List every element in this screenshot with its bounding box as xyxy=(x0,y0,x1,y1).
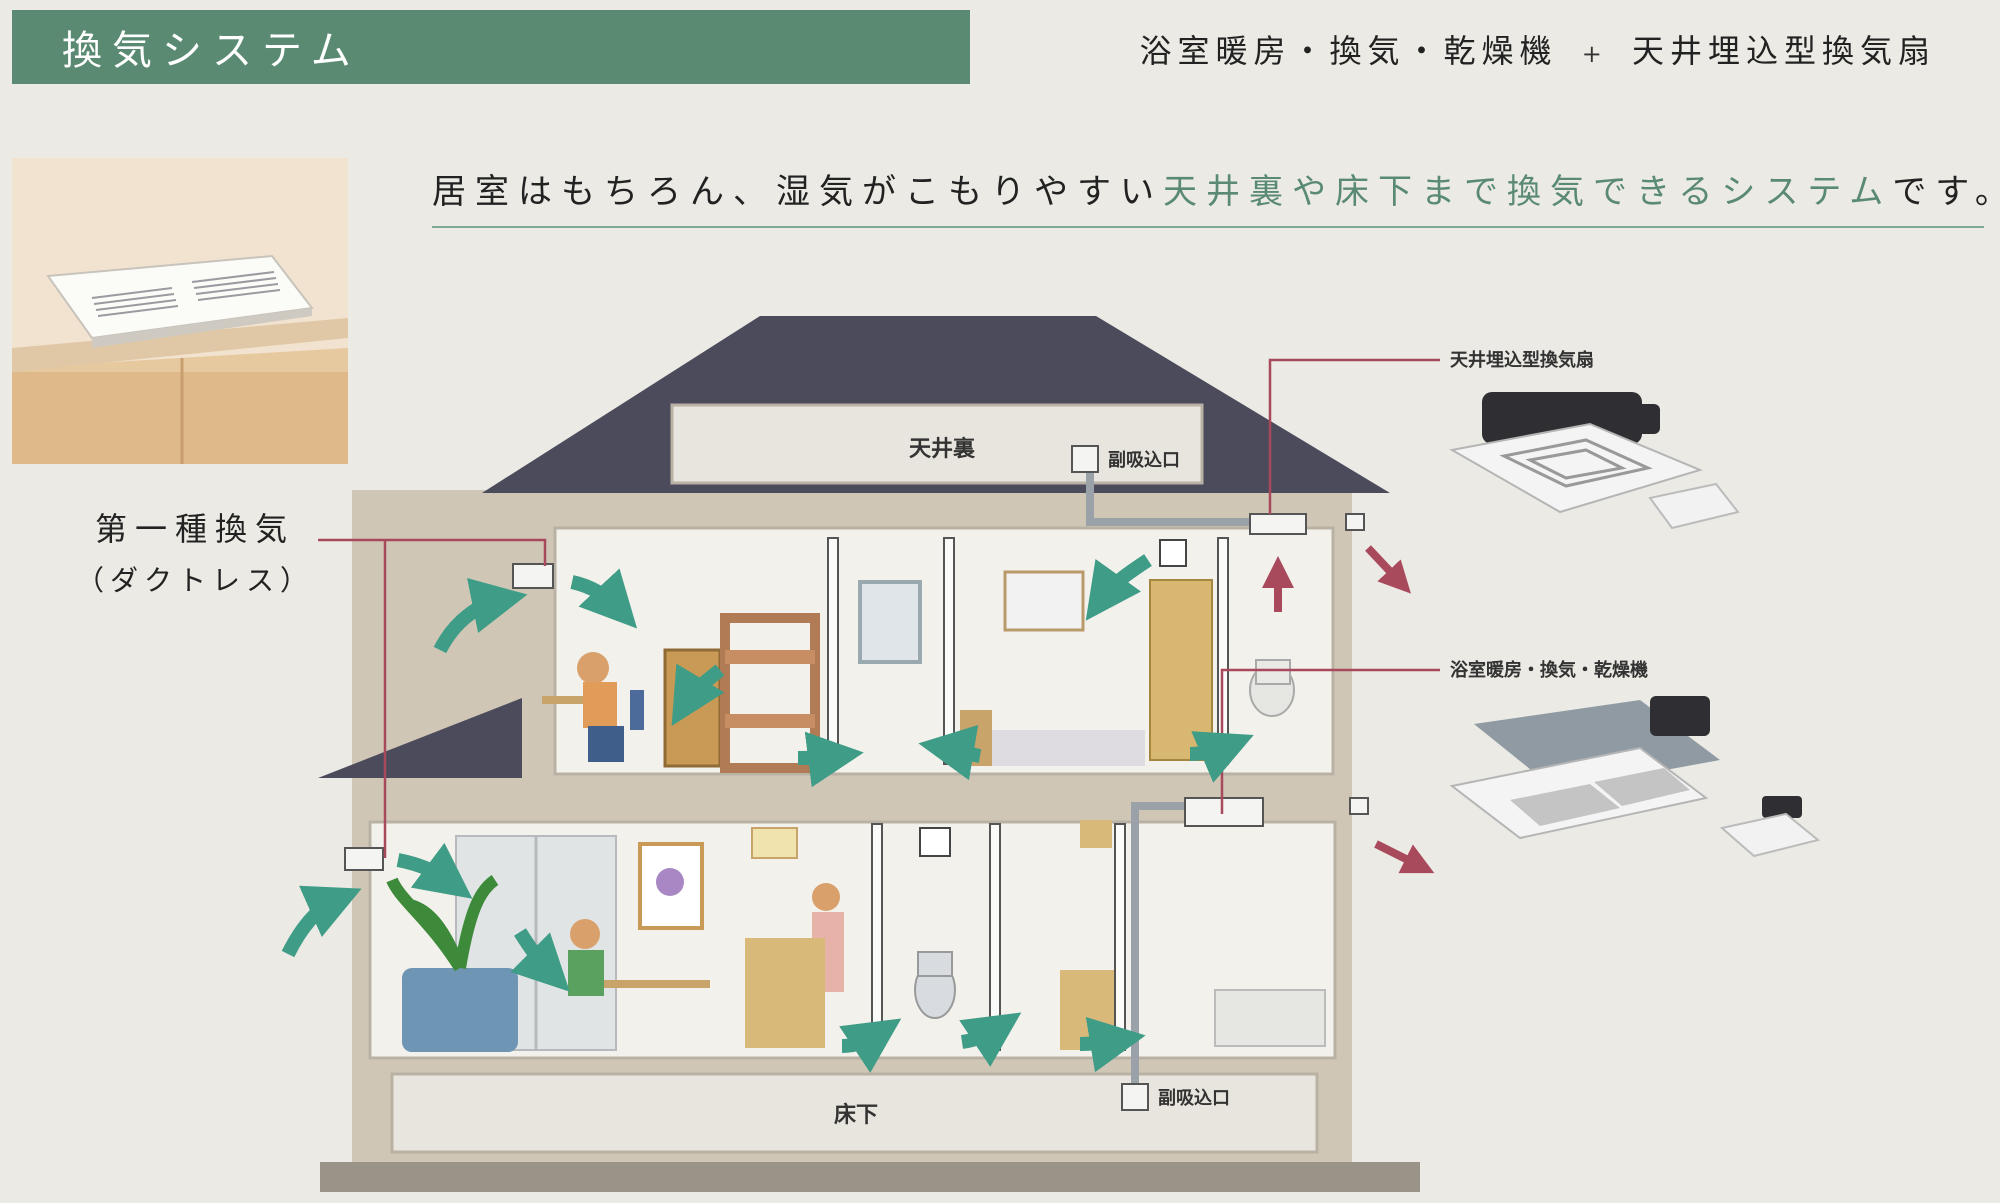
lower-roof xyxy=(318,698,522,778)
lead-divider xyxy=(432,226,1984,228)
supply-arrow-upper-inside xyxy=(570,568,638,629)
supply-arrow-lower-outside xyxy=(281,885,362,958)
lower-floor-furniture xyxy=(386,820,1326,1052)
attic-space xyxy=(670,403,1204,485)
supply-vent-lower xyxy=(344,847,384,871)
subtitle-bath-dryer: 浴室暖房・換気・乾燥機 xyxy=(1139,32,1558,70)
flow-arrow-2 xyxy=(918,724,982,781)
bath-dryer-product xyxy=(1449,696,1821,858)
lead-highlight: 天井裏や床下まで換気できるシステム xyxy=(1163,172,1893,212)
exhaust-vent-upper xyxy=(1345,513,1365,531)
title-bar: 換気システム xyxy=(12,10,970,84)
flow-arrow-5 xyxy=(839,1018,902,1073)
under-floor-label: 床下 xyxy=(834,1102,878,1128)
lower-duct xyxy=(1131,802,1194,1100)
sub-intake-lower-label: 副吸込口 xyxy=(1158,1088,1230,1109)
ceiling-fan-label: 天井埋込型換気扇 xyxy=(1450,350,1594,371)
supply-vent-upper xyxy=(512,563,554,589)
flow-arrow-6 xyxy=(959,1012,1022,1067)
flow-arrow-1 xyxy=(797,731,864,788)
sub-intake-upper-label: 副吸込口 xyxy=(1108,450,1180,471)
attic-label: 天井裏 xyxy=(909,436,976,462)
vent-type-leader xyxy=(318,538,547,566)
exhaust-vent-lower xyxy=(1349,797,1369,815)
ceiling-fan-unit xyxy=(1249,513,1307,535)
flow-arrow-7 xyxy=(1079,1016,1146,1073)
bath-dryer-unit xyxy=(1184,797,1264,827)
ceiling-fan-leader xyxy=(1268,358,1440,514)
subtitle-ceiling-fan: 天井埋込型換気扇 xyxy=(1631,32,1936,70)
vent-type-line1: 第一種換気 xyxy=(94,510,295,548)
lead-part1: 居室はもちろん、湿気がこもりやすい xyxy=(432,172,1163,212)
sub-intake-lower xyxy=(1121,1083,1149,1111)
flow-arrow-3 xyxy=(1189,731,1254,783)
lead-text: 居室はもちろん、湿気がこもりやすい天井裏や床下まで換気できるシステムです。 xyxy=(432,164,2000,213)
exhaust-arrow-lower xyxy=(1374,840,1435,874)
flow-arrow-9 xyxy=(510,928,570,992)
lead-part2: です。 xyxy=(1892,172,2000,212)
supply-arrow-lower-inside xyxy=(396,842,473,899)
subtitle: 浴室暖房・換気・乾燥機 + 天井埋込型換気扇 xyxy=(1140,26,1936,72)
under-floor-space xyxy=(390,1072,1319,1154)
flow-arrow-4 xyxy=(671,663,725,727)
flow-arrow-8 xyxy=(1085,554,1152,621)
supply-arrow-upper-outside xyxy=(433,578,528,654)
vent-type-line2: （ダクトレス） xyxy=(75,564,314,597)
exhaust-arrow-upper xyxy=(1365,545,1411,594)
subtitle-plus: + xyxy=(1581,40,1608,68)
upper-duct xyxy=(1086,454,1254,526)
bath-dryer-label: 浴室暖房・換気・乾燥機 xyxy=(1450,660,1648,681)
vent-type-label: 第一種換気 （ダクトレス） xyxy=(70,503,320,607)
ceiling-fan-photo xyxy=(12,158,348,464)
ceiling-fan-product xyxy=(1449,392,1740,530)
page-title: 換気システム xyxy=(62,28,361,74)
ground xyxy=(320,1162,1420,1192)
sub-intake-upper xyxy=(1071,445,1099,473)
